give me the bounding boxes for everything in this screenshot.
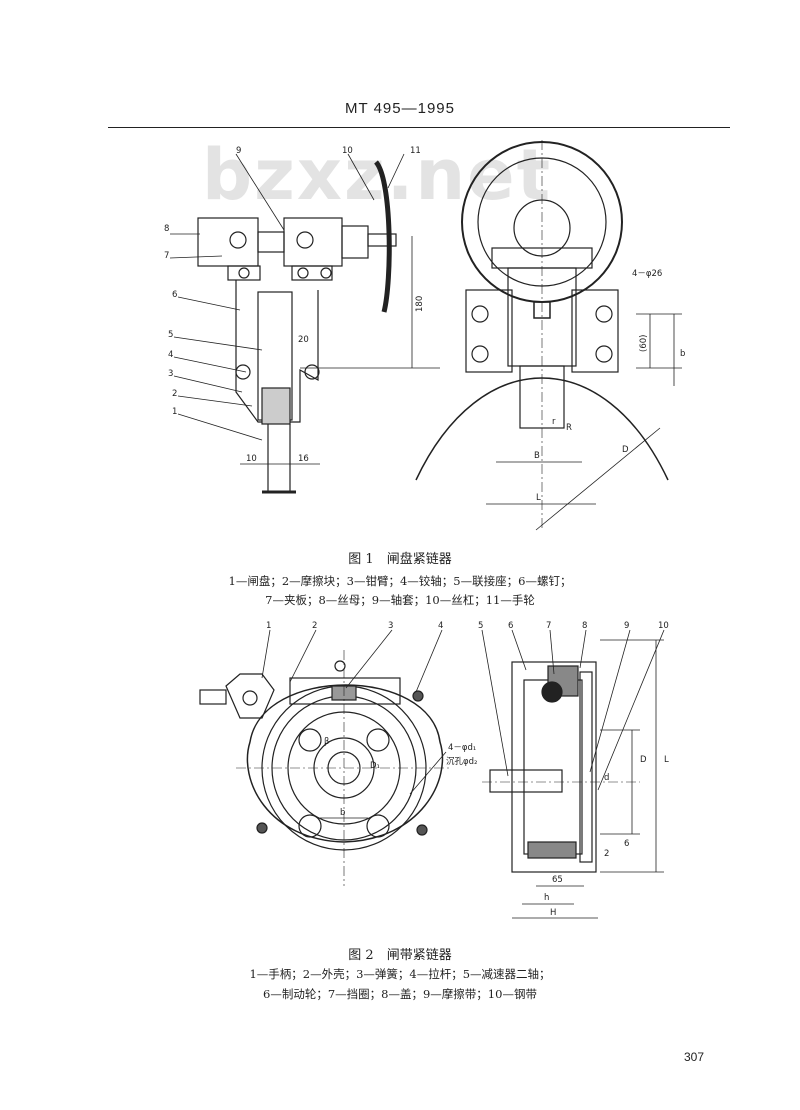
f1-dim-L: L xyxy=(536,493,541,503)
f2-callout-8: 8 xyxy=(582,621,587,631)
f1-dim-60: (60) xyxy=(639,335,649,352)
page-number: 307 xyxy=(684,1050,705,1064)
standard-header: MT 495—1995 xyxy=(345,100,455,117)
f1-dim-b: b xyxy=(680,349,685,359)
f1-dim-r: r xyxy=(552,417,556,427)
watermark: bzxz.net xyxy=(202,134,553,216)
screw-nut-block xyxy=(197,217,259,267)
f2-dim-D1: D₁ xyxy=(370,761,380,771)
housing xyxy=(246,684,444,843)
figure-2-caption: 图 2 闸带紧链器 xyxy=(348,948,452,963)
f1-callout-10: 10 xyxy=(342,146,353,156)
f1-callout-2: 2 xyxy=(172,389,177,399)
f1-dim-R: R xyxy=(566,423,572,433)
f2-callout-10: 10 xyxy=(658,621,669,631)
f1-callout-5: 5 xyxy=(168,330,173,340)
f1-callout-11: 11 xyxy=(410,146,421,156)
figure-1-drawing: 8 7 6 5 4 3 2 1 9 10 11 180 20 10 16 4－φ… xyxy=(164,140,685,531)
f2-callout-3: 3 xyxy=(388,621,393,631)
f1-callout-3: 3 xyxy=(168,369,173,379)
f1-callout-9: 9 xyxy=(236,146,241,156)
f2-dim-6: 6 xyxy=(624,839,629,849)
f2-callout-1: 1 xyxy=(266,621,271,631)
f2-dim-hole1: 4－φd₁ xyxy=(448,743,476,753)
f2-dim-beta: β xyxy=(324,737,329,747)
f1-callout-7: 7 xyxy=(164,251,169,261)
f2-dim-L: L xyxy=(664,755,669,765)
f2-dim-hole2: 沉孔φd₂ xyxy=(446,757,477,767)
f1-dim-180: 180 xyxy=(415,296,425,312)
f2-callout-4: 4 xyxy=(438,621,443,631)
f2-dim-65: 65 xyxy=(552,875,563,885)
figure-1-legend-line-2: 7—夹板；8—丝母；9—轴套；10—丝杠；11—手轮 xyxy=(265,593,535,607)
f2-callout-9: 9 xyxy=(624,621,629,631)
f2-dim-D: D xyxy=(640,755,647,765)
f1-dim-20: 20 xyxy=(298,335,309,345)
f1-dim-B: B xyxy=(534,451,540,461)
f2-dim-b: b xyxy=(340,808,345,818)
figure-2-legend-line-1: 1—手柄；2—外壳；3—弹簧；4—拉杆；5—减速器二轴； xyxy=(249,967,551,981)
header-rule xyxy=(108,127,730,128)
f1-callout-8: 8 xyxy=(164,224,169,234)
f2-callout-6: 6 xyxy=(508,621,513,631)
figure-1-legend-line-1: 1—闸盘；2—摩擦块；3—钳臂；4—铰轴；5—联接座；6—螺钉； xyxy=(228,574,572,588)
f2-dim-2: 2 xyxy=(604,849,609,859)
caliper-arm xyxy=(235,280,319,423)
f1-callout-4: 4 xyxy=(168,350,173,360)
figure-2-legend-line-2: 6—制动轮；7—挡圈；8—盖；9—摩擦带；10—钢带 xyxy=(263,987,537,1001)
hand-wheel-side xyxy=(373,160,392,313)
f2-dim-h: h xyxy=(544,893,549,903)
f1-dim-4phi26: 4－φ26 xyxy=(632,269,662,279)
f1-callout-6: 6 xyxy=(172,290,177,300)
f2-callout-7: 7 xyxy=(546,621,551,631)
f2-callout-5: 5 xyxy=(478,621,483,631)
f1-dim-D: D xyxy=(622,445,629,455)
figure-1-caption: 图 1 闸盘紧链器 xyxy=(348,552,452,567)
section-body xyxy=(511,661,597,873)
f1-dim-10: 10 xyxy=(246,454,257,464)
f2-dim-H: H xyxy=(550,908,556,918)
figure-2-drawing: 1 2 3 4 5 6 7 8 9 10 4－φd₁ 沉孔φd₂ D₁ β b … xyxy=(199,621,669,919)
f2-dim-d: d xyxy=(604,773,609,783)
handle xyxy=(225,673,275,719)
f1-callout-1: 1 xyxy=(172,407,177,417)
f1-dim-16: 16 xyxy=(298,454,309,464)
f2-callout-2: 2 xyxy=(312,621,317,631)
